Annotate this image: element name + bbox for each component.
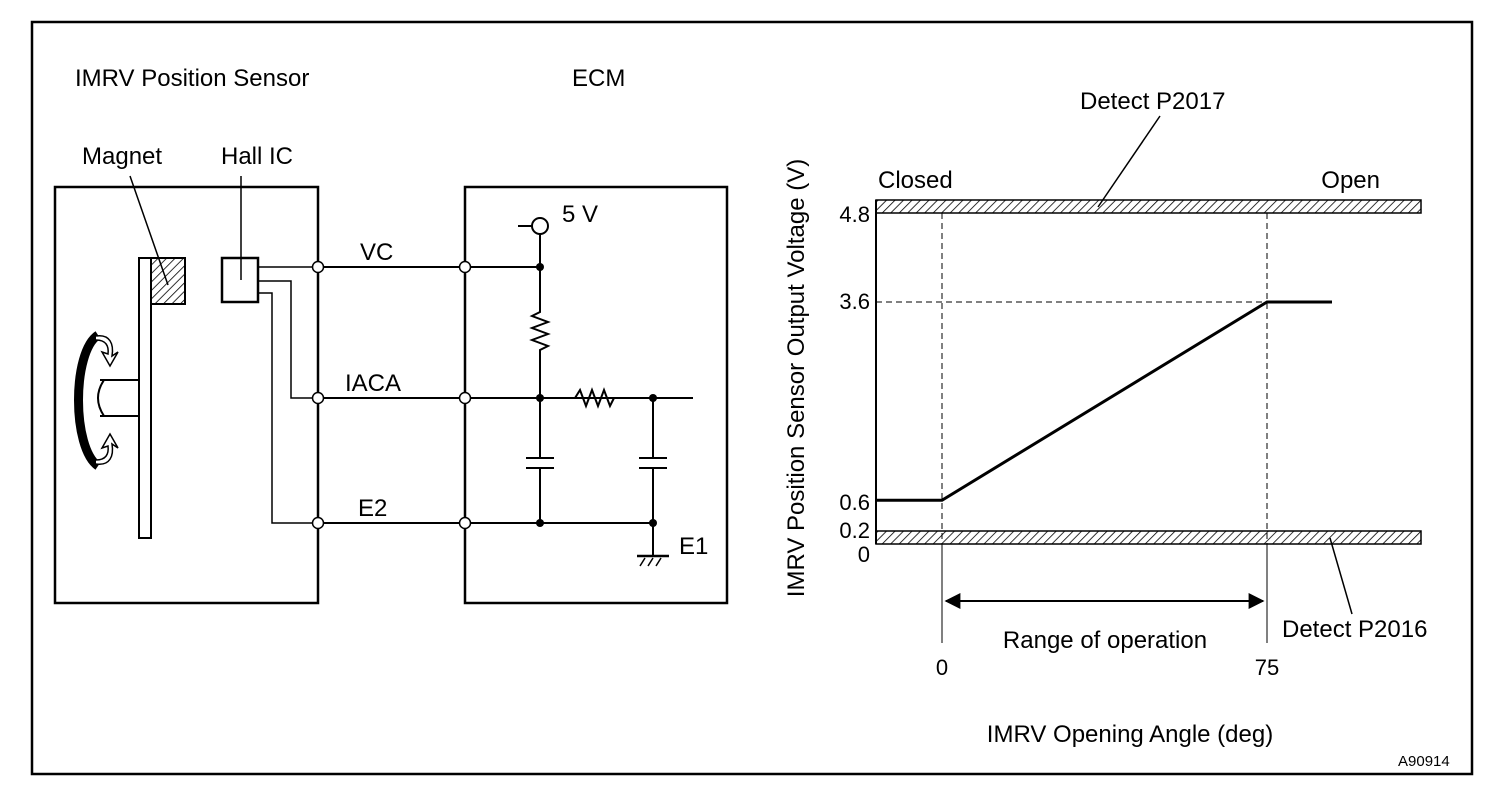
magnet-label: Magnet xyxy=(82,143,162,170)
sensor-box xyxy=(53,185,320,605)
hall-iaca-wire xyxy=(258,280,318,399)
magnet xyxy=(150,257,186,305)
capacitor-2 xyxy=(639,398,667,523)
magnet-leader xyxy=(129,175,169,286)
ground-label: E1 xyxy=(679,533,708,560)
terminals xyxy=(311,260,472,530)
detect-band-lower xyxy=(875,530,1422,545)
shaft-stub xyxy=(100,379,139,417)
detect-band-upper xyxy=(875,199,1422,214)
hall-e2-wire xyxy=(258,292,318,524)
detect-p2016-label: Detect P2016 xyxy=(1282,616,1427,643)
ground-icon xyxy=(637,523,669,567)
y-tick-0-2: 0.2 xyxy=(839,518,870,543)
detect-p2017-leader xyxy=(1097,115,1161,208)
x-axis-label: IMRV Opening Angle (deg) xyxy=(987,721,1273,748)
vc-label: VC xyxy=(360,239,393,266)
supply-label: 5 V xyxy=(562,201,598,228)
detect-p2016-leader xyxy=(1329,537,1353,615)
x-tick-0: 0 xyxy=(936,655,948,680)
y-tick-0-6: 0.6 xyxy=(839,490,870,515)
circuit-diagram: IMRV Position Sensor ECM Magnet Hall IC xyxy=(53,65,729,605)
e2-label: E2 xyxy=(358,495,387,522)
y-tick-0: 0 xyxy=(858,542,870,567)
iaca-label: IACA xyxy=(345,370,401,397)
state-closed-label: Closed xyxy=(878,167,953,194)
series-resistor xyxy=(574,387,615,409)
sensor-title: IMRV Position Sensor xyxy=(75,65,309,92)
chart: IMRV Position Sensor Output Voltage (V) … xyxy=(783,88,1427,748)
range-label: Range of operation xyxy=(1003,627,1207,654)
state-open-label: Open xyxy=(1321,167,1380,194)
ecm-title: ECM xyxy=(572,65,625,92)
junctions xyxy=(536,263,657,527)
outer-frame xyxy=(30,20,1474,776)
rotation-arrow-icon xyxy=(74,331,119,470)
figure-id: A90914 xyxy=(1398,753,1450,770)
detect-p2017-label: Detect P2017 xyxy=(1080,88,1225,115)
y-tick-4-8: 4.8 xyxy=(839,202,870,227)
supply-terminal xyxy=(531,217,549,235)
pullup-resistor xyxy=(529,267,551,398)
hall-ic xyxy=(220,256,260,304)
capacitor-1 xyxy=(526,398,554,523)
y-tick-3-6: 3.6 xyxy=(839,289,870,314)
y-axis-label: IMRV Position Sensor Output Voltage (V) xyxy=(783,159,810,597)
output-voltage-line xyxy=(877,300,1332,502)
x-tick-75: 75 xyxy=(1255,655,1279,680)
sensor-shaft-plate xyxy=(138,257,152,539)
hall-ic-label: Hall IC xyxy=(221,143,293,170)
